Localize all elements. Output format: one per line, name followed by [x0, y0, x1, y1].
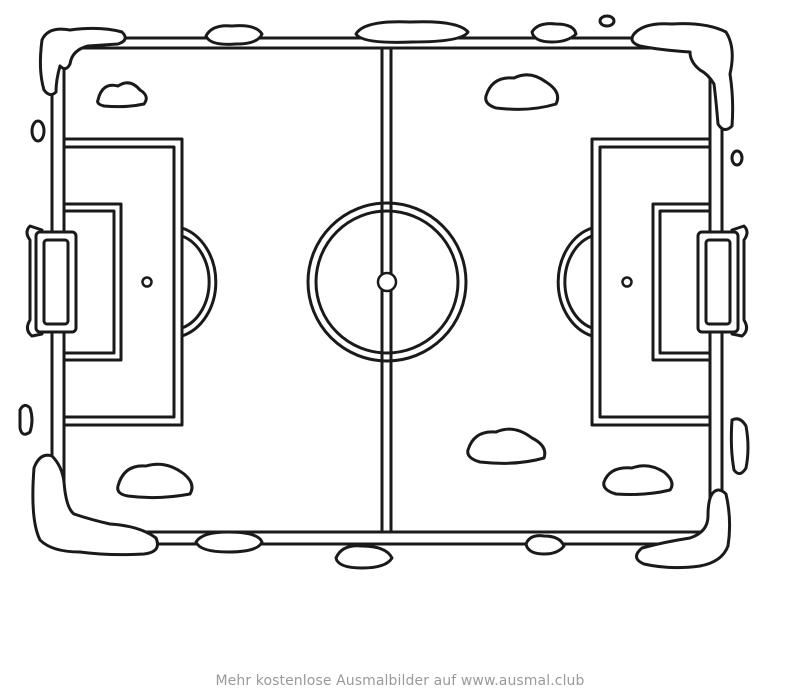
snow-patch-field-5	[602, 464, 674, 496]
snow-drop-right-2	[729, 417, 750, 475]
snow-patch-field-3	[466, 427, 547, 465]
right-penalty-spot	[621, 276, 633, 288]
left-penalty-arc-inner	[180, 234, 211, 330]
snow-flake-top	[598, 14, 616, 28]
right-penalty-area-inner	[598, 145, 712, 419]
snow-lump-top-2	[354, 20, 470, 44]
right-penalty-area-outer	[590, 137, 712, 427]
snow-drop-left-1	[30, 119, 46, 143]
center-circle-outer	[306, 201, 468, 363]
snow-lump-top-1	[204, 24, 264, 46]
left-penalty-area-outer	[62, 137, 184, 427]
snow-drop-left-2	[18, 403, 34, 436]
right-penalty-arc-inner	[563, 234, 594, 330]
footer-credit-text: Mehr kostenlose Ausmalbilder auf www.aus…	[215, 673, 585, 689]
snow-drop-right-1	[730, 149, 744, 167]
center-spot	[376, 271, 398, 293]
right-goal	[696, 224, 749, 338]
snow-lump-bottom-1	[194, 530, 264, 554]
snow-lump-top-3	[530, 22, 578, 44]
snow-lump-bottom-3	[524, 534, 566, 556]
left-penalty-area-inner	[62, 145, 176, 419]
left-goal	[25, 224, 78, 338]
left-penalty-arc	[180, 226, 218, 338]
center-circle-inner	[314, 209, 460, 355]
right-penalty-arc	[556, 226, 594, 338]
snow-pile-top-right	[630, 22, 735, 131]
snow-patch-field-2	[484, 73, 560, 111]
snow-pile-bottom-right	[635, 488, 732, 570]
snow-patch-field-1	[96, 81, 148, 109]
snow-lump-bottom-2	[334, 544, 394, 570]
snow-patch-field-4	[116, 462, 194, 500]
snow-pile-bottom-left	[31, 453, 159, 557]
snow-pile-top-left	[38, 26, 127, 97]
left-penalty-spot	[141, 276, 153, 288]
